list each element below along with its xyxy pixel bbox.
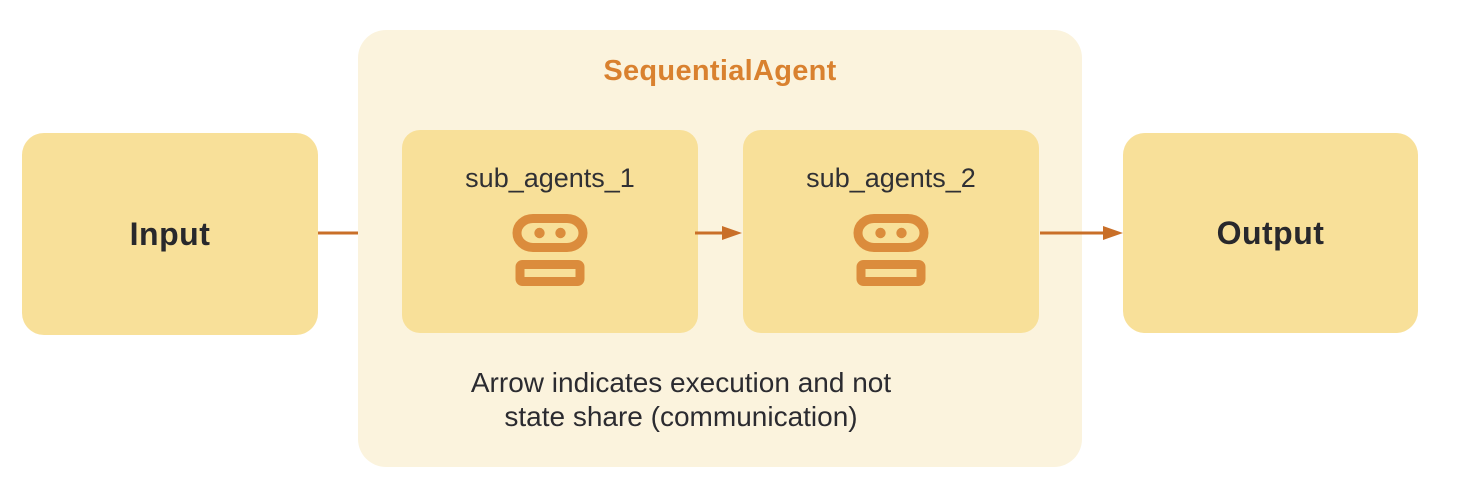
sub-agent-1-label: sub_agents_1: [465, 163, 635, 193]
container-title: SequentialAgent: [603, 55, 837, 87]
robot-agent-icon: [853, 214, 929, 286]
input-label: Input: [129, 215, 211, 252]
sub-agent-node-2: sub_agents_2: [743, 130, 1039, 333]
arrow-right-icon: [695, 226, 742, 240]
robot-agent-icon: [512, 214, 588, 286]
sub-agent-node-1: sub_agents_1: [402, 130, 698, 333]
arrow-caption: Arrow indicates execution and not state …: [431, 366, 931, 434]
input-node: Input: [22, 133, 318, 335]
caption-line-2: state share (communication): [504, 401, 858, 432]
sub-agent-2-label: sub_agents_2: [806, 163, 976, 193]
output-label: Output: [1216, 214, 1325, 251]
sequential-agent-container: SequentialAgent sub_agents_1 sub_agents_…: [358, 30, 1082, 467]
output-node: Output: [1123, 133, 1418, 333]
caption-line-1: Arrow indicates execution and not: [470, 367, 892, 398]
arrow-sub1-to-sub2: [695, 226, 742, 240]
arrow-right-icon: [1040, 226, 1123, 240]
arrow-sub2-to-output: [1040, 226, 1123, 240]
